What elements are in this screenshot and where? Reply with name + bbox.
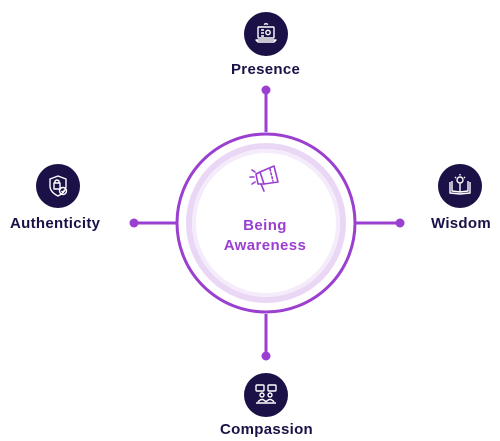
open-book-lightbulb-icon (438, 164, 482, 208)
inner-ring (186, 143, 346, 303)
inner-ring-glow (192, 149, 340, 297)
node-label-wisdom: Wisdom (431, 215, 491, 232)
node-label-authenticity: Authenticity (10, 215, 101, 232)
center-title-line2: Awareness (223, 237, 307, 254)
shield-check-icon (36, 164, 80, 208)
laptop-settings-icon (244, 12, 288, 56)
node-label-compassion: Compassion (220, 421, 314, 438)
people-conversation-icon (244, 373, 288, 417)
megaphone-icon (249, 165, 279, 192)
connector-dot-bottom (261, 351, 271, 361)
connector-dot-left (129, 218, 139, 228)
center-title-line1: Being (243, 217, 287, 234)
node-label-presence: Presence (231, 61, 301, 78)
center-title: Being Awareness (190, 216, 340, 256)
connector-dot-top (261, 85, 271, 95)
connector-dot-right (395, 218, 405, 228)
